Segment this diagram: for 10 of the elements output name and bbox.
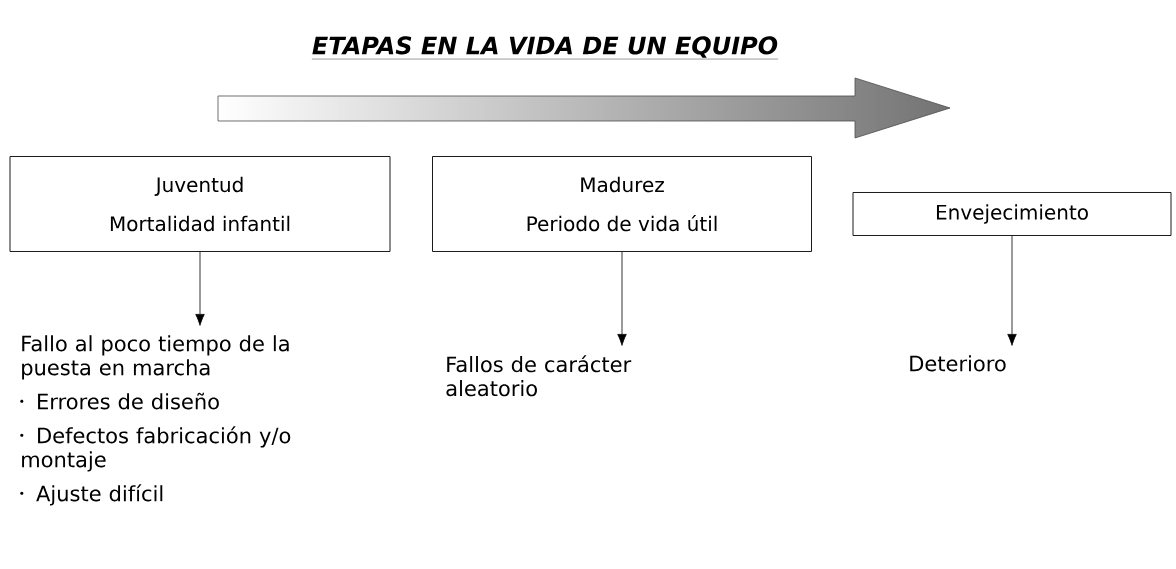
arrow [617, 251, 627, 346]
stage-box: Madurez Periodo de vida útil [432, 156, 812, 252]
description-text: Fallo al poco tiempo de la puesta en marcha Errores de diseño Defectos fabricación y/o montaje Ajuste difícil [20, 335, 291, 506]
arrow [1007, 235, 1017, 346]
stage-box: Juventud Mortalidad infantil [9, 156, 391, 252]
arrow [195, 251, 205, 326]
title: ETAPAS EN LA VIDA DE UN EQUIPO [311, 36, 779, 60]
stage-box: Envejecimiento [852, 192, 1172, 236]
description-text: Fallos de carácter aleatorio [446, 355, 632, 397]
description-text: Deterioro [910, 355, 1006, 372]
